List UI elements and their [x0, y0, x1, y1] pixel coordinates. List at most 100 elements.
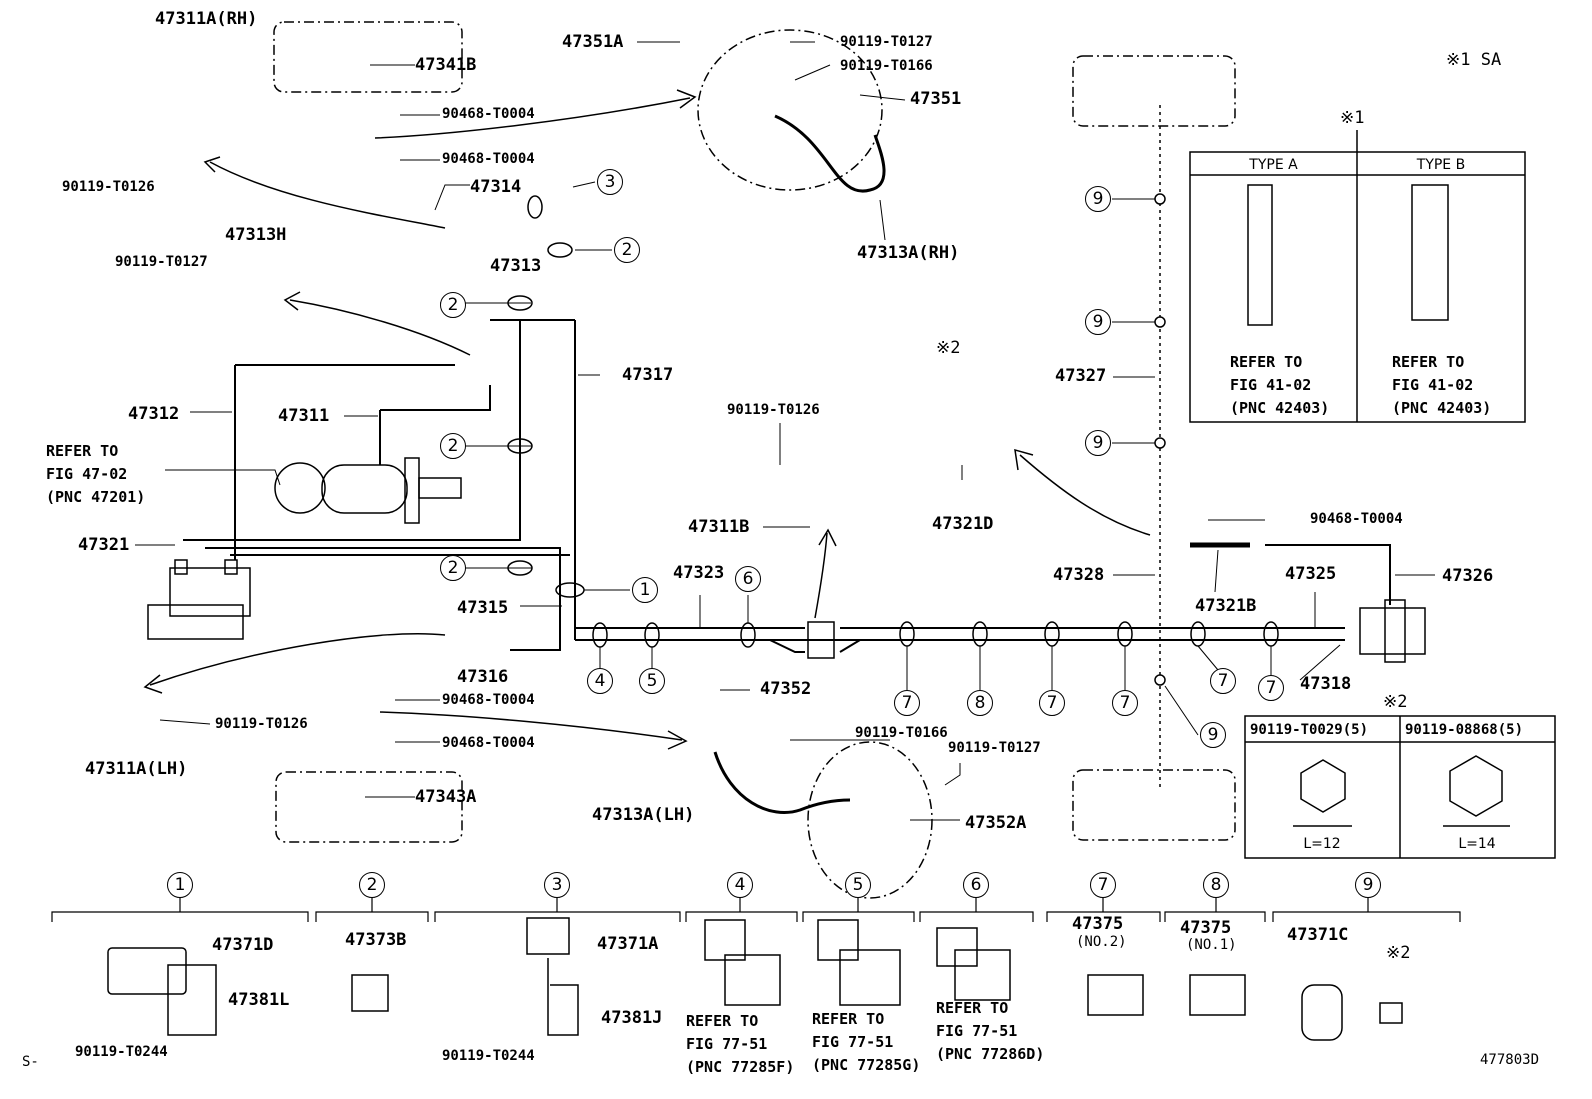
part-sketches: [107, 917, 1403, 1041]
label-47375-no1: 47375: [1180, 918, 1232, 938]
label-90119-t0126-b: 90119-T0126: [215, 716, 308, 732]
diagram-id: 477803D: [1480, 1052, 1540, 1068]
note-mark2-b: ※2: [1383, 692, 1408, 712]
label-90119-t0126-a: 90119-T0126: [62, 179, 155, 195]
group-callout-7: 7: [1090, 872, 1116, 898]
label-47371d: 47371D: [212, 935, 274, 955]
valve-47321: [147, 559, 251, 640]
frame-47341b: [273, 21, 463, 93]
callout-7: 7: [1258, 675, 1284, 701]
refer-type-b: REFER TO FIG 41-02 (PNC 42403): [1392, 353, 1492, 417]
refer-master-cylinder: REFER TO FIG 47-02 (PNC 47201): [46, 442, 146, 506]
callout-4: 4: [587, 668, 613, 694]
label-47313a-lh: 47313A(LH): [592, 805, 695, 825]
label-47315: 47315: [457, 598, 509, 618]
callout-9: 9: [1200, 722, 1226, 748]
frame-bottom-right: [1072, 769, 1236, 841]
label-47351a: 47351A: [562, 32, 624, 52]
group-callout-2: 2: [359, 872, 385, 898]
bolt-header-b: 90119-08868(5): [1405, 722, 1524, 738]
label-90119-t0127-a: 90119-T0127: [115, 254, 208, 270]
bolt-header-a: 90119-T0029(5): [1250, 722, 1369, 738]
refer-part-5: REFER TO FIG 77-51 (PNC 77285G): [812, 1010, 921, 1074]
s-mark: S-: [22, 1054, 39, 1070]
callout-3: 3: [597, 169, 623, 195]
label-47326: 47326: [1442, 566, 1494, 586]
line-clips: [507, 195, 1279, 659]
callout-1: 1: [632, 577, 658, 603]
refer-part-6: REFER TO FIG 77-51 (PNC 77286D): [936, 999, 1045, 1063]
label-47321: 47321: [78, 535, 130, 555]
callout-8: 8: [967, 690, 993, 716]
type-box: [1189, 130, 1526, 423]
label-47352: 47352: [760, 679, 812, 699]
callout-2: 2: [440, 555, 466, 581]
frame-47343a: [275, 771, 463, 843]
label-47381j: 47381J: [601, 1008, 663, 1028]
refer-type-a: REFER TO FIG 41-02 (PNC 42403): [1230, 353, 1330, 417]
label-90119-t0126-c: 90119-T0126: [727, 402, 820, 418]
label-47328: 47328: [1053, 565, 1105, 585]
label-90468-t0004-b: 90468-T0004: [442, 151, 535, 167]
label-47327: 47327: [1055, 366, 1107, 386]
frame-top-right: [1072, 55, 1236, 127]
label-47314: 47314: [470, 177, 522, 197]
callout-5: 5: [639, 668, 665, 694]
note-no1: (NO.1): [1186, 937, 1237, 953]
callout-6: 6: [735, 566, 761, 592]
callout-9: 9: [1085, 186, 1111, 212]
label-47341b: 47341B: [415, 55, 477, 75]
label-47375-no2: 47375: [1072, 914, 1124, 934]
type-a-header: TYPE A: [1249, 157, 1298, 173]
bolt-box: [1244, 715, 1556, 859]
label-90119-t0166-b: 90119-T0166: [855, 725, 948, 741]
label-47323: 47323: [673, 563, 725, 583]
junction-47326: [1359, 599, 1426, 663]
label-47373b: 47373B: [345, 930, 407, 950]
note-mark2-c: ※2: [1386, 943, 1411, 963]
master-cylinder: [274, 457, 462, 524]
label-47311a-lh: 47311A(LH): [85, 759, 188, 779]
group-callout-1: 1: [167, 872, 193, 898]
label-90119-t0244-a: 90119-T0244: [75, 1044, 168, 1060]
label-90468-t0004-d: 90468-T0004: [442, 735, 535, 751]
group-callout-6: 6: [963, 872, 989, 898]
callout-2: 2: [440, 433, 466, 459]
label-90468-t0004-c: 90468-T0004: [442, 692, 535, 708]
refer-part-4: REFER TO FIG 77-51 (PNC 77285F): [686, 1012, 795, 1076]
callout-7: 7: [1112, 690, 1138, 716]
label-47311a-rh: 47311A(RH): [155, 9, 258, 29]
group-callout-3: 3: [544, 872, 570, 898]
label-47317: 47317: [622, 365, 674, 385]
label-47381l: 47381L: [228, 990, 290, 1010]
callout-9: 9: [1085, 430, 1111, 456]
label-47312: 47312: [128, 404, 180, 424]
direction-arrows: [143, 89, 1151, 750]
label-47313h: 47313H: [225, 225, 287, 245]
note-mark1: ※1: [1340, 108, 1365, 128]
part-group-brackets: [51, 898, 1461, 922]
label-47371a: 47371A: [597, 934, 659, 954]
label-90119-t0127-c: 90119-T0127: [948, 740, 1041, 756]
detail-ellipse-rh: [697, 29, 883, 191]
note-sa: ※1 SA: [1446, 50, 1502, 70]
label-90119-t0127-b: 90119-T0127: [840, 34, 933, 50]
label-90468-t0004-a: 90468-T0004: [442, 106, 535, 122]
label-47318: 47318: [1300, 674, 1352, 694]
label-90119-t0166-a: 90119-T0166: [840, 58, 933, 74]
bolt-length-b: L=14: [1458, 836, 1496, 852]
group-callout-9: 9: [1355, 872, 1381, 898]
label-47316: 47316: [457, 667, 509, 687]
label-47343a: 47343A: [415, 787, 477, 807]
note-mark2: ※2: [936, 338, 961, 358]
callout-2: 2: [440, 292, 466, 318]
label-47313: 47313: [490, 256, 542, 276]
callout-7: 7: [1039, 690, 1065, 716]
brake-lines: [183, 319, 1391, 653]
label-47313a-rh: 47313A(RH): [857, 243, 960, 263]
label-47321d: 47321D: [932, 514, 994, 534]
type-b-header: TYPE B: [1416, 157, 1466, 173]
label-90119-t0244-b: 90119-T0244: [442, 1048, 535, 1064]
note-no2: (NO.2): [1076, 934, 1127, 950]
